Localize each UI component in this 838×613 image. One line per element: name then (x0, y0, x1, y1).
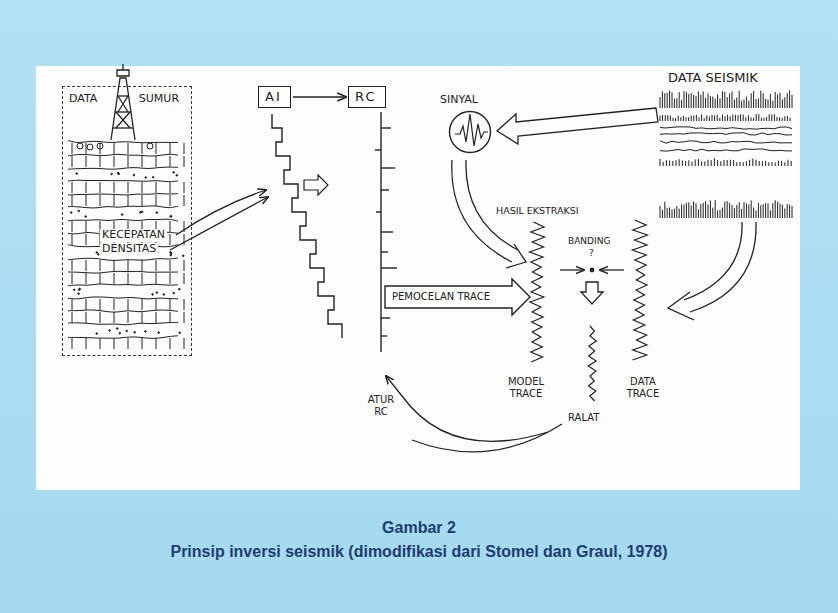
figure-title: Gambar 2 (0, 519, 838, 537)
well-strata (68, 141, 184, 350)
header-box: RC (348, 86, 386, 108)
arrowhead (506, 244, 526, 268)
impedance-log (272, 114, 342, 338)
wavelet (455, 114, 488, 146)
seismic-data-label: DATA SEISMIK (668, 71, 758, 86)
header-box: AI (258, 86, 291, 108)
node-text: AI (265, 89, 282, 104)
leader-arrow (176, 190, 266, 235)
well-data-box: DATA SUMUR (62, 86, 192, 356)
signal-circle: SINYAL (448, 110, 492, 154)
hollow-arrow (304, 175, 328, 195)
seismic-section (660, 90, 792, 218)
figure-caption: Prinsip inversi seismik (dimodifikasi da… (0, 543, 838, 561)
leader-arrow (170, 197, 268, 250)
model-trace-label: MODEL TRACE (498, 376, 554, 399)
connector-arrow (293, 96, 346, 97)
node-text: RC (355, 89, 376, 104)
extraction-label: HASIL EKSTRAKSI (496, 206, 579, 217)
model-trace (530, 222, 545, 362)
density-label: DENSITAS (100, 243, 158, 256)
error-trace (588, 326, 596, 401)
arrowhead (668, 292, 694, 320)
question-mark: ? (589, 248, 594, 258)
error-label: RALAT (568, 412, 599, 424)
data-trace (632, 220, 647, 360)
node-text: DATA SUMUR (69, 92, 179, 105)
figure-panel (36, 66, 800, 490)
adjust-rc-label: ATUR RC (360, 394, 402, 417)
convolution-arrow (385, 279, 530, 315)
compare-label: BANDING (568, 236, 610, 246)
feedback-line (412, 424, 562, 452)
node-text: SINYAL (440, 93, 478, 106)
hollow-arrow (684, 222, 756, 312)
compare-arrows (560, 268, 624, 304)
hollow-arrow (497, 108, 658, 144)
convolution-label: PEMOCELAN TRACE (392, 291, 490, 303)
data-trace-label: DATA TRACE (618, 376, 668, 399)
circle-outline (448, 110, 492, 154)
reflectivity-log (375, 112, 397, 352)
velocity-label: KECEPATAN (100, 229, 167, 242)
